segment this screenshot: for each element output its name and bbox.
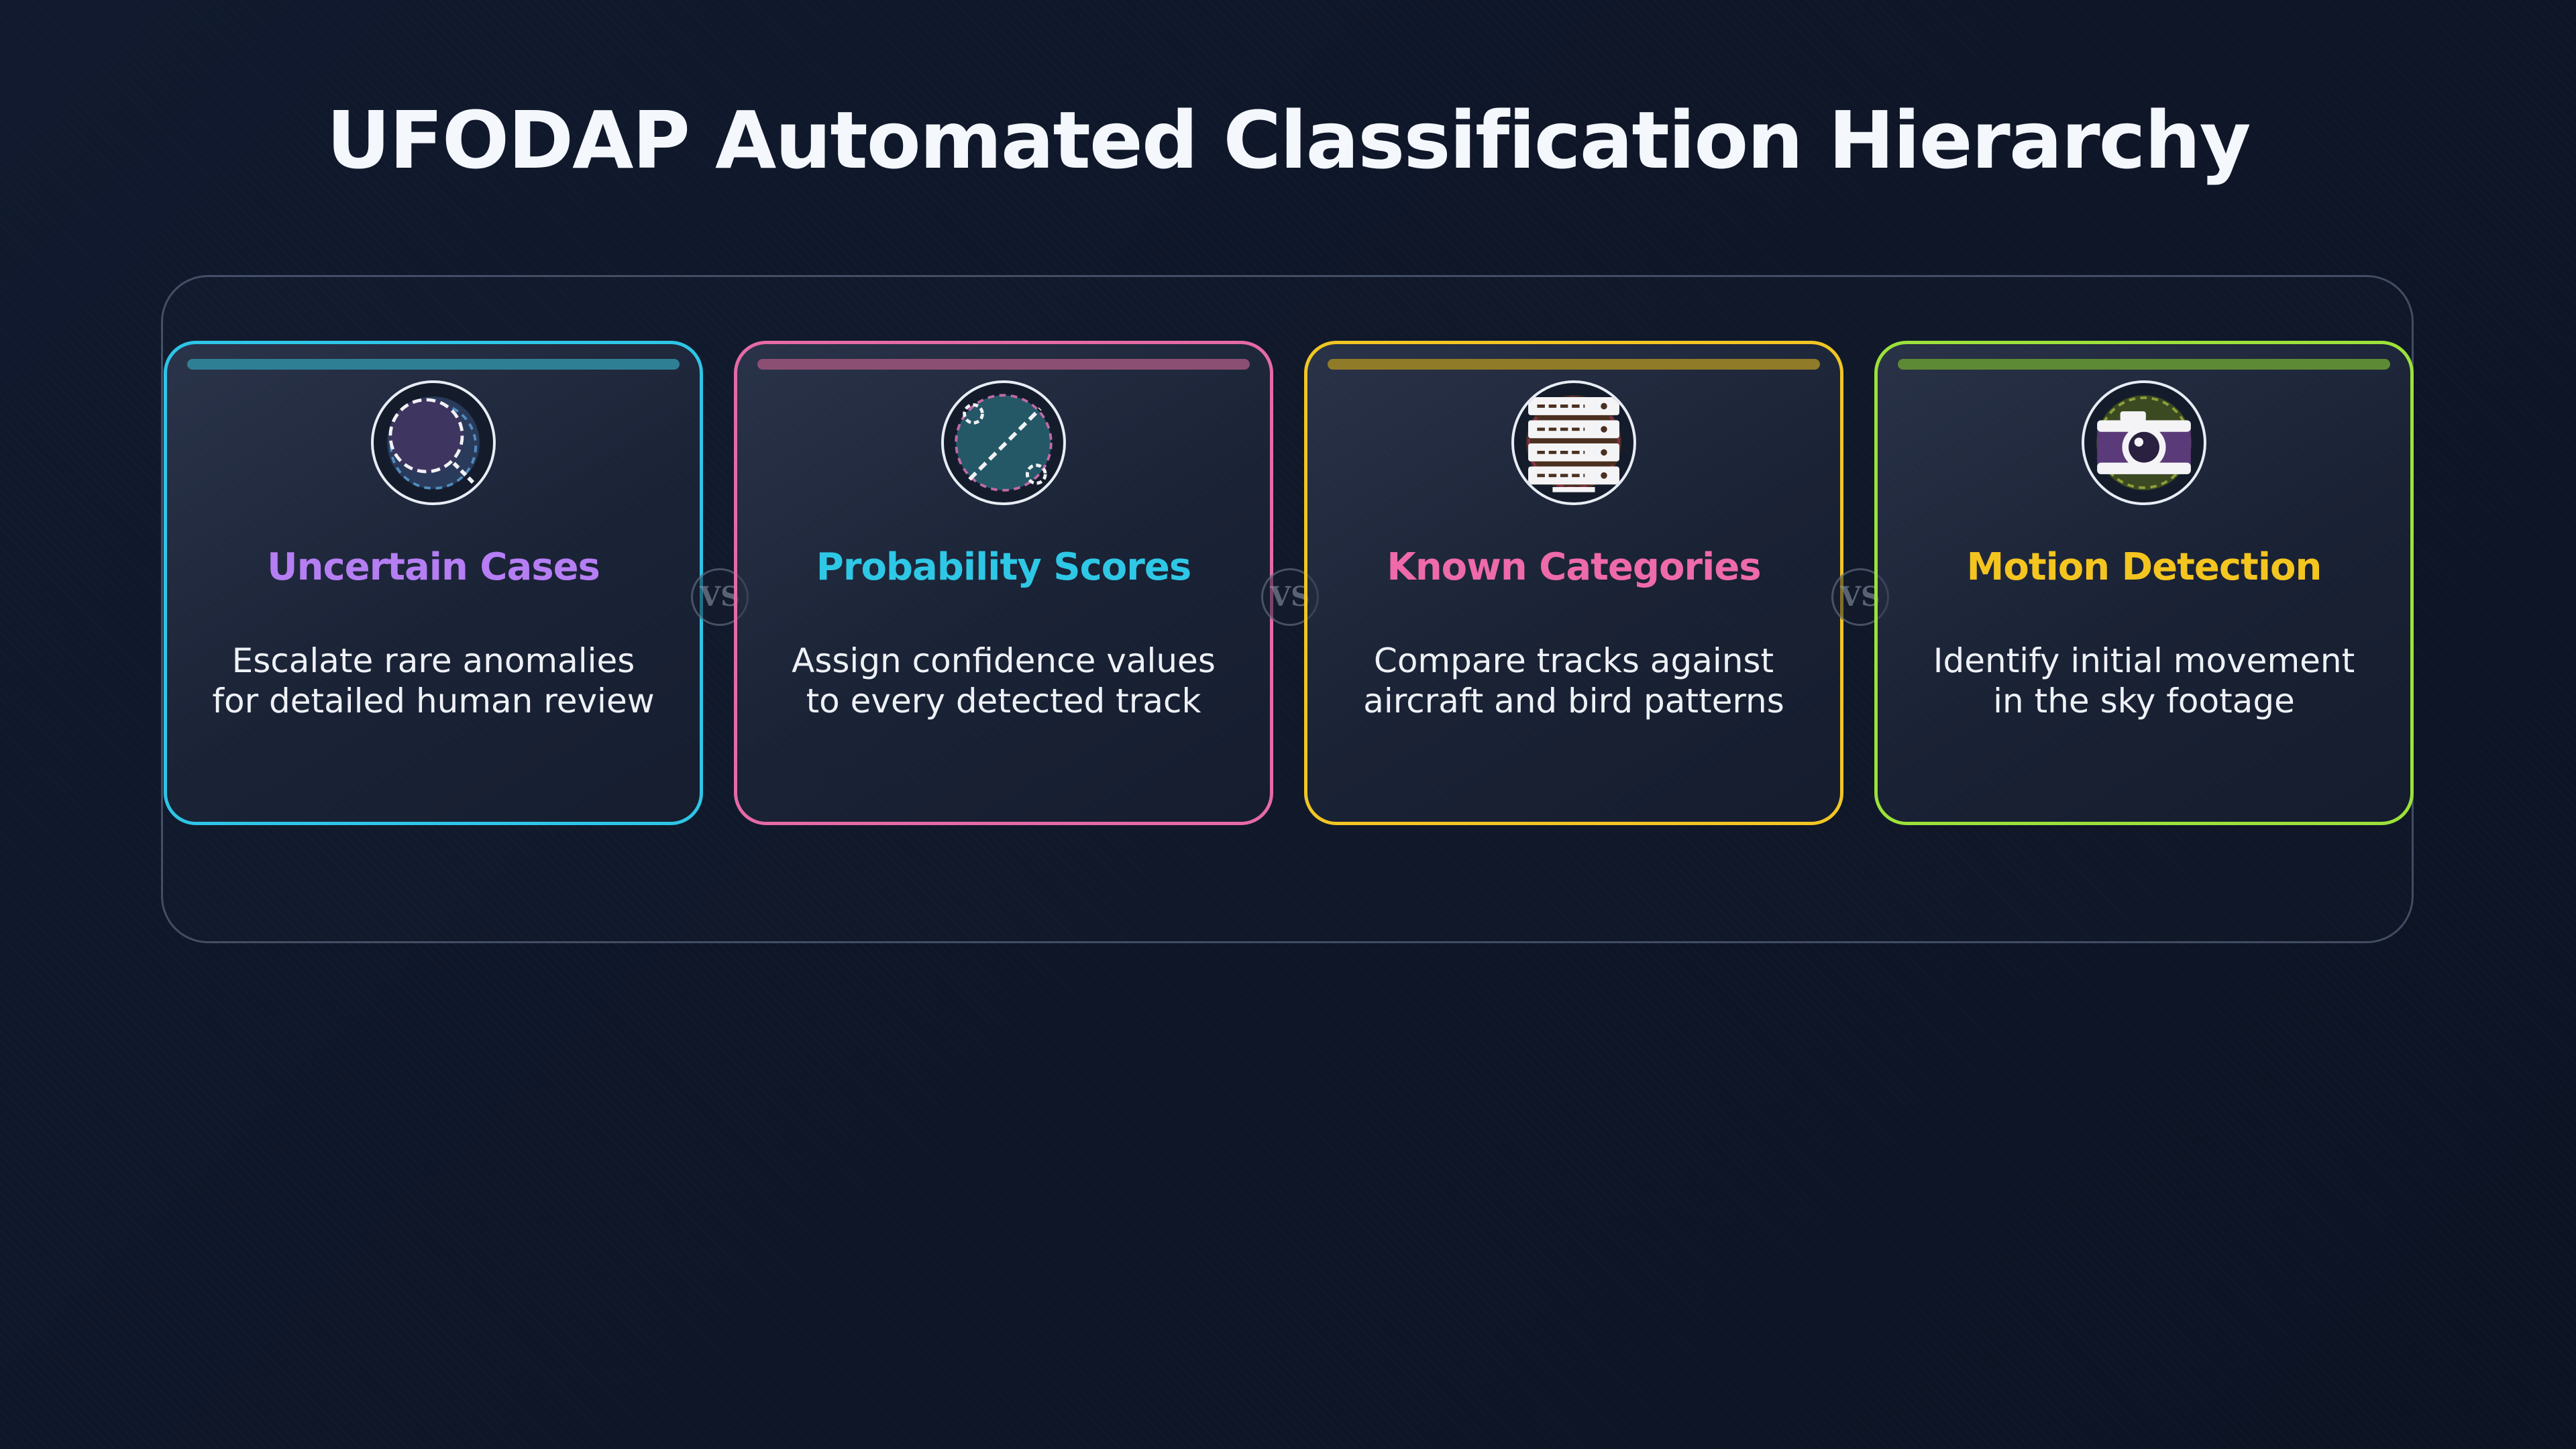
card-accent-bar bbox=[1328, 359, 1820, 370]
card-motion-detection: Motion Detection Identify initial moveme… bbox=[1874, 341, 2414, 825]
card-description-line: aircraft and bird patterns bbox=[1363, 682, 1784, 720]
card-description-line: in the sky footage bbox=[1993, 682, 2295, 720]
card-description-line: for detailed human review bbox=[212, 682, 655, 720]
card-title: Uncertain Cases bbox=[267, 545, 600, 589]
card-accent-bar bbox=[187, 359, 680, 370]
card-probability-scores: Probability Scores Assign confidence val… bbox=[734, 341, 1273, 825]
card-description: Identify initial movement in the sky foo… bbox=[1904, 641, 2383, 721]
card-description-line: Compare tracks against bbox=[1373, 641, 1774, 680]
card-uncertain-cases: Uncertain Cases Escalate rare anomalies … bbox=[164, 341, 703, 825]
page-title: UFODAP Automated Classification Hierarch… bbox=[326, 94, 2251, 186]
card-known-categories: Known Categories Compare tracks against … bbox=[1304, 341, 1843, 825]
card-accent-bar bbox=[757, 359, 1250, 370]
card-accent-bar bbox=[1898, 359, 2390, 370]
card-title: Probability Scores bbox=[816, 545, 1191, 589]
card-description: Compare tracks against aircraft and bird… bbox=[1334, 641, 1813, 721]
card-description-line: to every detected track bbox=[806, 682, 1201, 720]
card-description: Assign confidence values to every detect… bbox=[764, 641, 1243, 721]
server-rack-icon bbox=[1511, 380, 1636, 505]
camera-icon bbox=[2082, 380, 2206, 505]
card-description-line: Identify initial movement bbox=[1933, 641, 2355, 680]
magnifier-icon bbox=[371, 380, 496, 505]
card-description-line: Assign confidence values bbox=[792, 641, 1216, 680]
card-description: Escalate rare anomalies for detailed hum… bbox=[194, 641, 673, 721]
card-description-line: Escalate rare anomalies bbox=[231, 641, 635, 680]
percent-icon bbox=[941, 380, 1066, 505]
card-title: Motion Detection bbox=[1966, 545, 2322, 589]
card-title: Known Categories bbox=[1387, 545, 1761, 589]
